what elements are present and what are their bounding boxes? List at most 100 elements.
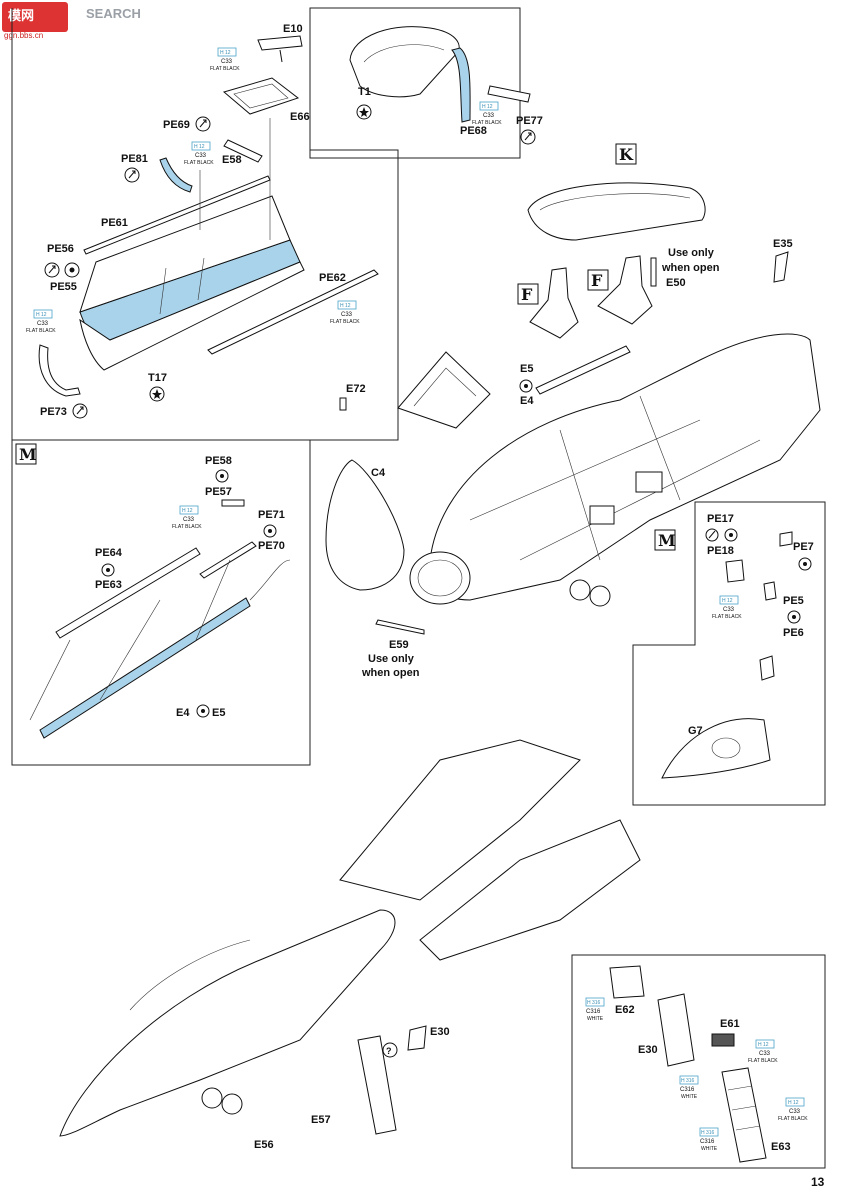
- label-e4: E4: [520, 395, 534, 407]
- part-canopy-frame-top: [79, 195, 291, 313]
- part-windscreen: [397, 351, 491, 429]
- svg-text:H 12: H 12: [482, 104, 493, 110]
- paint-callout-8: H 316 C316 WHITE: [585, 997, 605, 1022]
- svg-text:模网: 模网: [8, 8, 34, 24]
- note-e50-open: when open: [661, 262, 720, 274]
- label-pe18: PE18: [707, 545, 734, 557]
- svg-text:C33: C33: [183, 517, 195, 523]
- part-e59: [375, 619, 425, 635]
- part-pe63: [55, 547, 201, 639]
- part-e4-blue-rail: [39, 597, 251, 739]
- svg-text:C33: C33: [37, 321, 49, 327]
- svg-text:C33: C33: [483, 113, 495, 119]
- label-t17: T17: [148, 372, 167, 384]
- svg-text:C33: C33: [221, 59, 233, 65]
- svg-text:WHITE: WHITE: [701, 1146, 718, 1152]
- section-m-marker: M: [658, 531, 676, 550]
- part-e58: [223, 139, 263, 163]
- part-e63: [721, 1067, 767, 1163]
- paint-callout-3: H 12 C33 FLAT BLACK: [330, 300, 360, 325]
- part-aircraft-wing-lower: [419, 819, 641, 961]
- svg-text:C33: C33: [341, 312, 353, 318]
- part-pe7: [779, 531, 793, 547]
- part-aircraft-wing-upper: [339, 739, 581, 901]
- svg-text:C33: C33: [723, 607, 735, 613]
- part-canopy-k: [527, 182, 706, 241]
- label-e61: E61: [720, 1018, 740, 1030]
- part-e66: [222, 77, 300, 115]
- label-e5: E5: [520, 363, 533, 375]
- part-pe5: [763, 581, 777, 601]
- label-pe71: PE71: [258, 509, 285, 521]
- part-fuselage: [429, 333, 821, 601]
- label-pe6: PE6: [783, 627, 804, 639]
- svg-text:FLAT BLACK: FLAT BLACK: [26, 328, 56, 334]
- label-pe55: PE55: [50, 281, 77, 293]
- part-g7-small: [759, 655, 775, 681]
- svg-text:H 12: H 12: [220, 50, 231, 56]
- label-e66: E66: [290, 111, 310, 123]
- svg-text:H 12: H 12: [758, 1042, 769, 1048]
- part-seat-ladder: [357, 1035, 397, 1135]
- svg-text:WHITE: WHITE: [681, 1094, 698, 1100]
- watermark-site: ggn.bbs.cn: [4, 31, 43, 40]
- svg-text:H 12: H 12: [36, 312, 47, 318]
- label-pe70: PE70: [258, 540, 285, 552]
- svg-text:C33: C33: [195, 153, 207, 159]
- part-aircraft-wheel-2: [221, 1093, 243, 1115]
- label-pe17: PE17: [707, 513, 734, 525]
- label-e35: E35: [773, 238, 793, 250]
- label-e30: E30: [430, 1026, 450, 1038]
- label-e50: E50: [666, 277, 686, 289]
- part-pe81: [159, 157, 193, 193]
- label-pe57: PE57: [205, 486, 232, 498]
- label-pe63: PE63: [95, 579, 122, 591]
- part-e61: [711, 1033, 735, 1047]
- panel-m-frame: [11, 439, 311, 766]
- part-e35: [773, 251, 789, 283]
- part-pe68: [451, 47, 471, 123]
- panel-seat-frame: [571, 954, 826, 1169]
- part-canopy-frame-lower: [79, 261, 305, 371]
- part-seat-1: [529, 267, 579, 339]
- svg-text:FLAT BLACK: FLAT BLACK: [184, 160, 214, 166]
- watermark-logo: 模网 SEARCH ggn.bbs.cn: [2, 2, 141, 40]
- svg-text:?: ?: [386, 1046, 392, 1056]
- page-number: 13: [811, 1175, 825, 1189]
- label-e30b: E30: [638, 1044, 658, 1056]
- section-m: M: [19, 445, 37, 464]
- section-m-box: [15, 443, 37, 465]
- section-f2-box: [587, 269, 609, 291]
- svg-text:FLAT BLACK: FLAT BLACK: [748, 1058, 778, 1064]
- section-f1-box: [517, 283, 539, 305]
- label-pe73: PE73: [40, 406, 67, 418]
- part-pe57: [221, 499, 245, 507]
- svg-text:FLAT BLACK: FLAT BLACK: [778, 1116, 808, 1122]
- paint-callout-12: H 316 C316 WHITE: [699, 1127, 719, 1152]
- part-e50: [650, 257, 657, 287]
- label-pe68: PE68: [460, 125, 487, 137]
- svg-text:H 12: H 12: [722, 598, 733, 604]
- section-k-box: [615, 143, 637, 165]
- part-seat-2: [597, 255, 653, 325]
- label-e4b: E4: [176, 707, 190, 719]
- label-pe56: PE56: [47, 243, 74, 255]
- label-e57: E57: [311, 1114, 331, 1126]
- paint-callout-9: H 12 C33 FLAT BLACK: [748, 1039, 778, 1064]
- note-e50-use: Use only: [668, 247, 715, 259]
- svg-text:H 12: H 12: [182, 508, 193, 514]
- section-f2: F: [591, 271, 603, 290]
- svg-text:WHITE: WHITE: [587, 1016, 604, 1022]
- part-pe77: [487, 85, 531, 103]
- svg-text:C316: C316: [586, 1009, 601, 1015]
- paint-callout-4: H 12 C33 FLAT BLACK: [26, 309, 56, 334]
- part-e62: [609, 965, 645, 999]
- svg-text:C33: C33: [789, 1109, 801, 1115]
- label-e56: E56: [254, 1139, 274, 1151]
- label-pe58: PE58: [205, 455, 232, 467]
- part-e30-seat: [657, 993, 695, 1067]
- part-pe18: [725, 559, 745, 583]
- svg-text:FLAT BLACK: FLAT BLACK: [172, 524, 202, 530]
- label-pe5: PE5: [783, 595, 804, 607]
- label-t1: T1: [358, 86, 371, 98]
